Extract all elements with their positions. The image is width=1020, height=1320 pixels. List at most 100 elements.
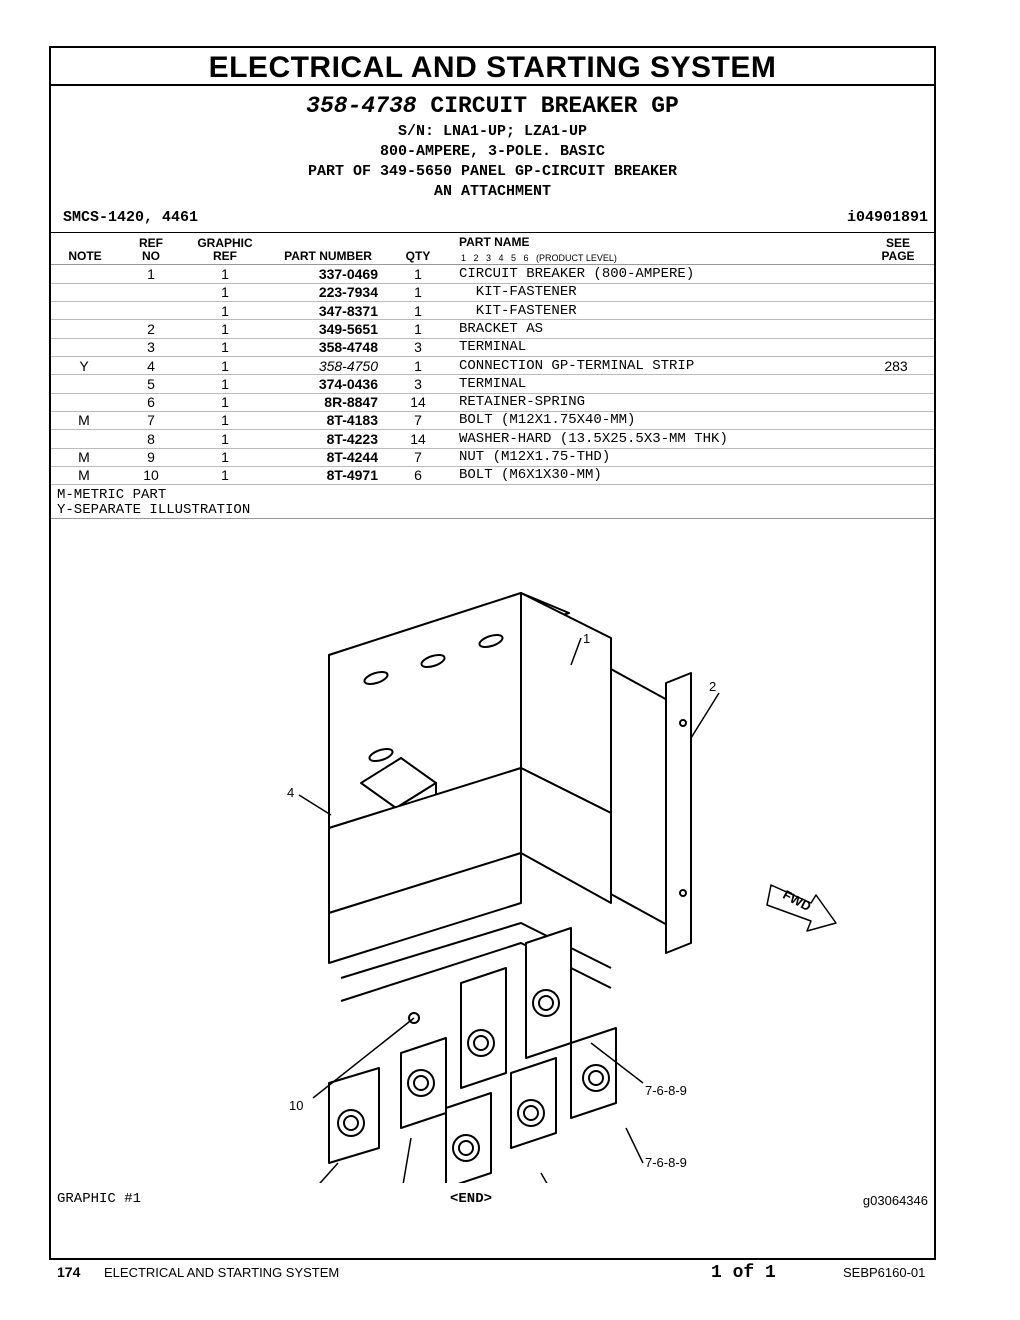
graphic-ref-cell: 1 — [221, 449, 229, 465]
end-label: <END> — [450, 1191, 493, 1207]
ref-no-cell: 6 — [147, 394, 155, 411]
footer-section: ELECTRICAL AND STARTING SYSTEM — [104, 1265, 340, 1280]
ref-no-cell: 10 — [143, 467, 159, 484]
smcs-code: SMCS-1420, 4461 — [63, 209, 199, 226]
qty-cell: 6 — [414, 467, 422, 484]
part-number-cell[interactable]: 358-4750 — [318, 357, 378, 374]
qty-cell: 7 — [414, 412, 422, 429]
part-number-cell[interactable]: 337-0469 — [318, 266, 378, 282]
qty-cell: 1 — [414, 302, 422, 319]
page-number: 174 — [57, 1264, 81, 1280]
exploded-view-illustration: 1 2 3 4 5 10 7-6-8-9 7-6-8-9 9-8-6-7 FWD — [249, 592, 837, 1183]
col-see-bottom: PAGE — [881, 249, 915, 263]
qty-cell: 1 — [414, 266, 422, 282]
note-cell: M — [78, 467, 90, 484]
callout-7-6-8-9-lower: 7-6-8-9 — [645, 1155, 687, 1170]
ref-no-cell: 8 — [147, 430, 155, 447]
part-number-cell[interactable]: 358-4748 — [318, 339, 378, 356]
part-number-cell[interactable]: 8T-4223 — [326, 430, 378, 447]
divider — [51, 232, 934, 233]
part-number-cell[interactable]: 347-8371 — [318, 302, 378, 319]
col-ref-bottom: NO — [142, 249, 160, 263]
row-divider — [51, 465, 934, 467]
table-row[interactable]: 6 1 8R-8847 14 RETAINER-SPRING — [51, 393, 934, 411]
part-number-cell[interactable]: 223-7934 — [318, 284, 378, 301]
group-part-number[interactable]: 358-4738 — [306, 93, 417, 119]
table-row[interactable]: M 9 1 8T-4244 7 NUT (M12X1.75-THD) — [51, 448, 934, 466]
part-name-cell: TERMINAL — [459, 339, 527, 356]
document-id: SEBP6160-01 — [843, 1265, 926, 1280]
part-number-cell[interactable]: 8T-4244 — [326, 449, 378, 465]
callout-4: 4 — [287, 785, 294, 800]
part-number-cell[interactable]: 8T-4971 — [326, 467, 378, 484]
table-row[interactable]: 1 223-7934 1 KIT-FASTENER — [51, 283, 934, 301]
legend-separate: Y-SEPARATE ILLUSTRATION — [57, 502, 251, 518]
part-name-cell: KIT-FASTENER — [459, 284, 577, 301]
graphic-ref-cell: 1 — [221, 339, 229, 356]
part-number-cell[interactable]: 8R-8847 — [324, 394, 378, 411]
part-number-cell[interactable]: 374-0436 — [318, 375, 378, 392]
part-name-cell: TERMINAL — [459, 375, 527, 392]
part-name-cell: RETAINER-SPRING — [459, 394, 586, 411]
graphic-ref-cell: 1 — [221, 394, 229, 411]
row-divider — [51, 337, 934, 339]
graphic-ref-cell: 1 — [221, 430, 229, 447]
note-cell: M — [78, 412, 90, 429]
header-divider — [51, 264, 934, 265]
ref-no-cell: 7 — [147, 412, 155, 429]
col-note: NOTE — [68, 249, 102, 263]
see-page-cell[interactable]: 283 — [884, 357, 908, 374]
ref-no-cell: 9 — [147, 449, 155, 465]
col-graphic-bottom: REF — [213, 249, 237, 263]
ref-no-cell: 5 — [147, 375, 155, 392]
ref-no-cell: 4 — [147, 357, 155, 374]
row-divider — [51, 319, 934, 321]
parts-page-frame: ELECTRICAL AND STARTING SYSTEM 358-4738 … — [49, 46, 936, 1260]
row-divider — [51, 447, 934, 449]
qty-cell: 1 — [414, 357, 422, 374]
part-name-cell: CIRCUIT BREAKER (800-AMPERE) — [459, 266, 695, 282]
col-ref-top: REF — [139, 236, 163, 250]
part-name-cell: NUT (M12X1.75-THD) — [459, 449, 611, 465]
part-name-cell: BRACKET AS — [459, 320, 544, 337]
part-number-cell[interactable]: 349-5651 — [318, 320, 378, 337]
graphic-ref-cell: 1 — [221, 284, 229, 301]
col-product-level: 1 2 3 4 5 6 (PRODUCT LEVEL) — [461, 253, 617, 263]
row-divider — [51, 301, 934, 303]
row-divider — [51, 374, 934, 376]
qty-cell: 3 — [414, 339, 422, 356]
qty-cell: 14 — [410, 394, 426, 411]
graphic-ref-cell: 1 — [221, 320, 229, 337]
graphic-ref-cell: 1 — [221, 467, 229, 484]
group-part-name: CIRCUIT BREAKER GP — [430, 93, 679, 119]
attachment-line: AN ATTACHMENT — [433, 183, 552, 200]
part-number-cell[interactable]: 8T-4183 — [326, 412, 378, 429]
description-line: 800-AMPERE, 3-POLE. BASIC — [379, 143, 606, 160]
col-qty: QTY — [405, 249, 431, 263]
part-header: 358-4738 CIRCUIT BREAKER GP — [51, 93, 934, 119]
callout-2: 2 — [709, 679, 716, 694]
ref-no-cell: 2 — [147, 320, 155, 337]
ref-no-cell: 3 — [147, 339, 155, 356]
note-cell: Y — [79, 357, 89, 374]
graphic-ref-cell: 1 — [221, 375, 229, 392]
graphic-ref-cell: 1 — [221, 266, 229, 282]
col-see-top: SEE — [885, 236, 910, 250]
qty-cell: 1 — [414, 284, 422, 301]
note-cell: M — [78, 449, 90, 465]
table-row[interactable]: 3 1 358-4748 3 TERMINAL — [51, 338, 934, 356]
graphic-id: g03064346 — [862, 1193, 928, 1208]
row-divider — [51, 484, 934, 486]
callout-10: 10 — [289, 1098, 303, 1113]
divider — [51, 518, 934, 519]
row-divider — [51, 429, 934, 431]
qty-cell: 7 — [414, 449, 422, 465]
